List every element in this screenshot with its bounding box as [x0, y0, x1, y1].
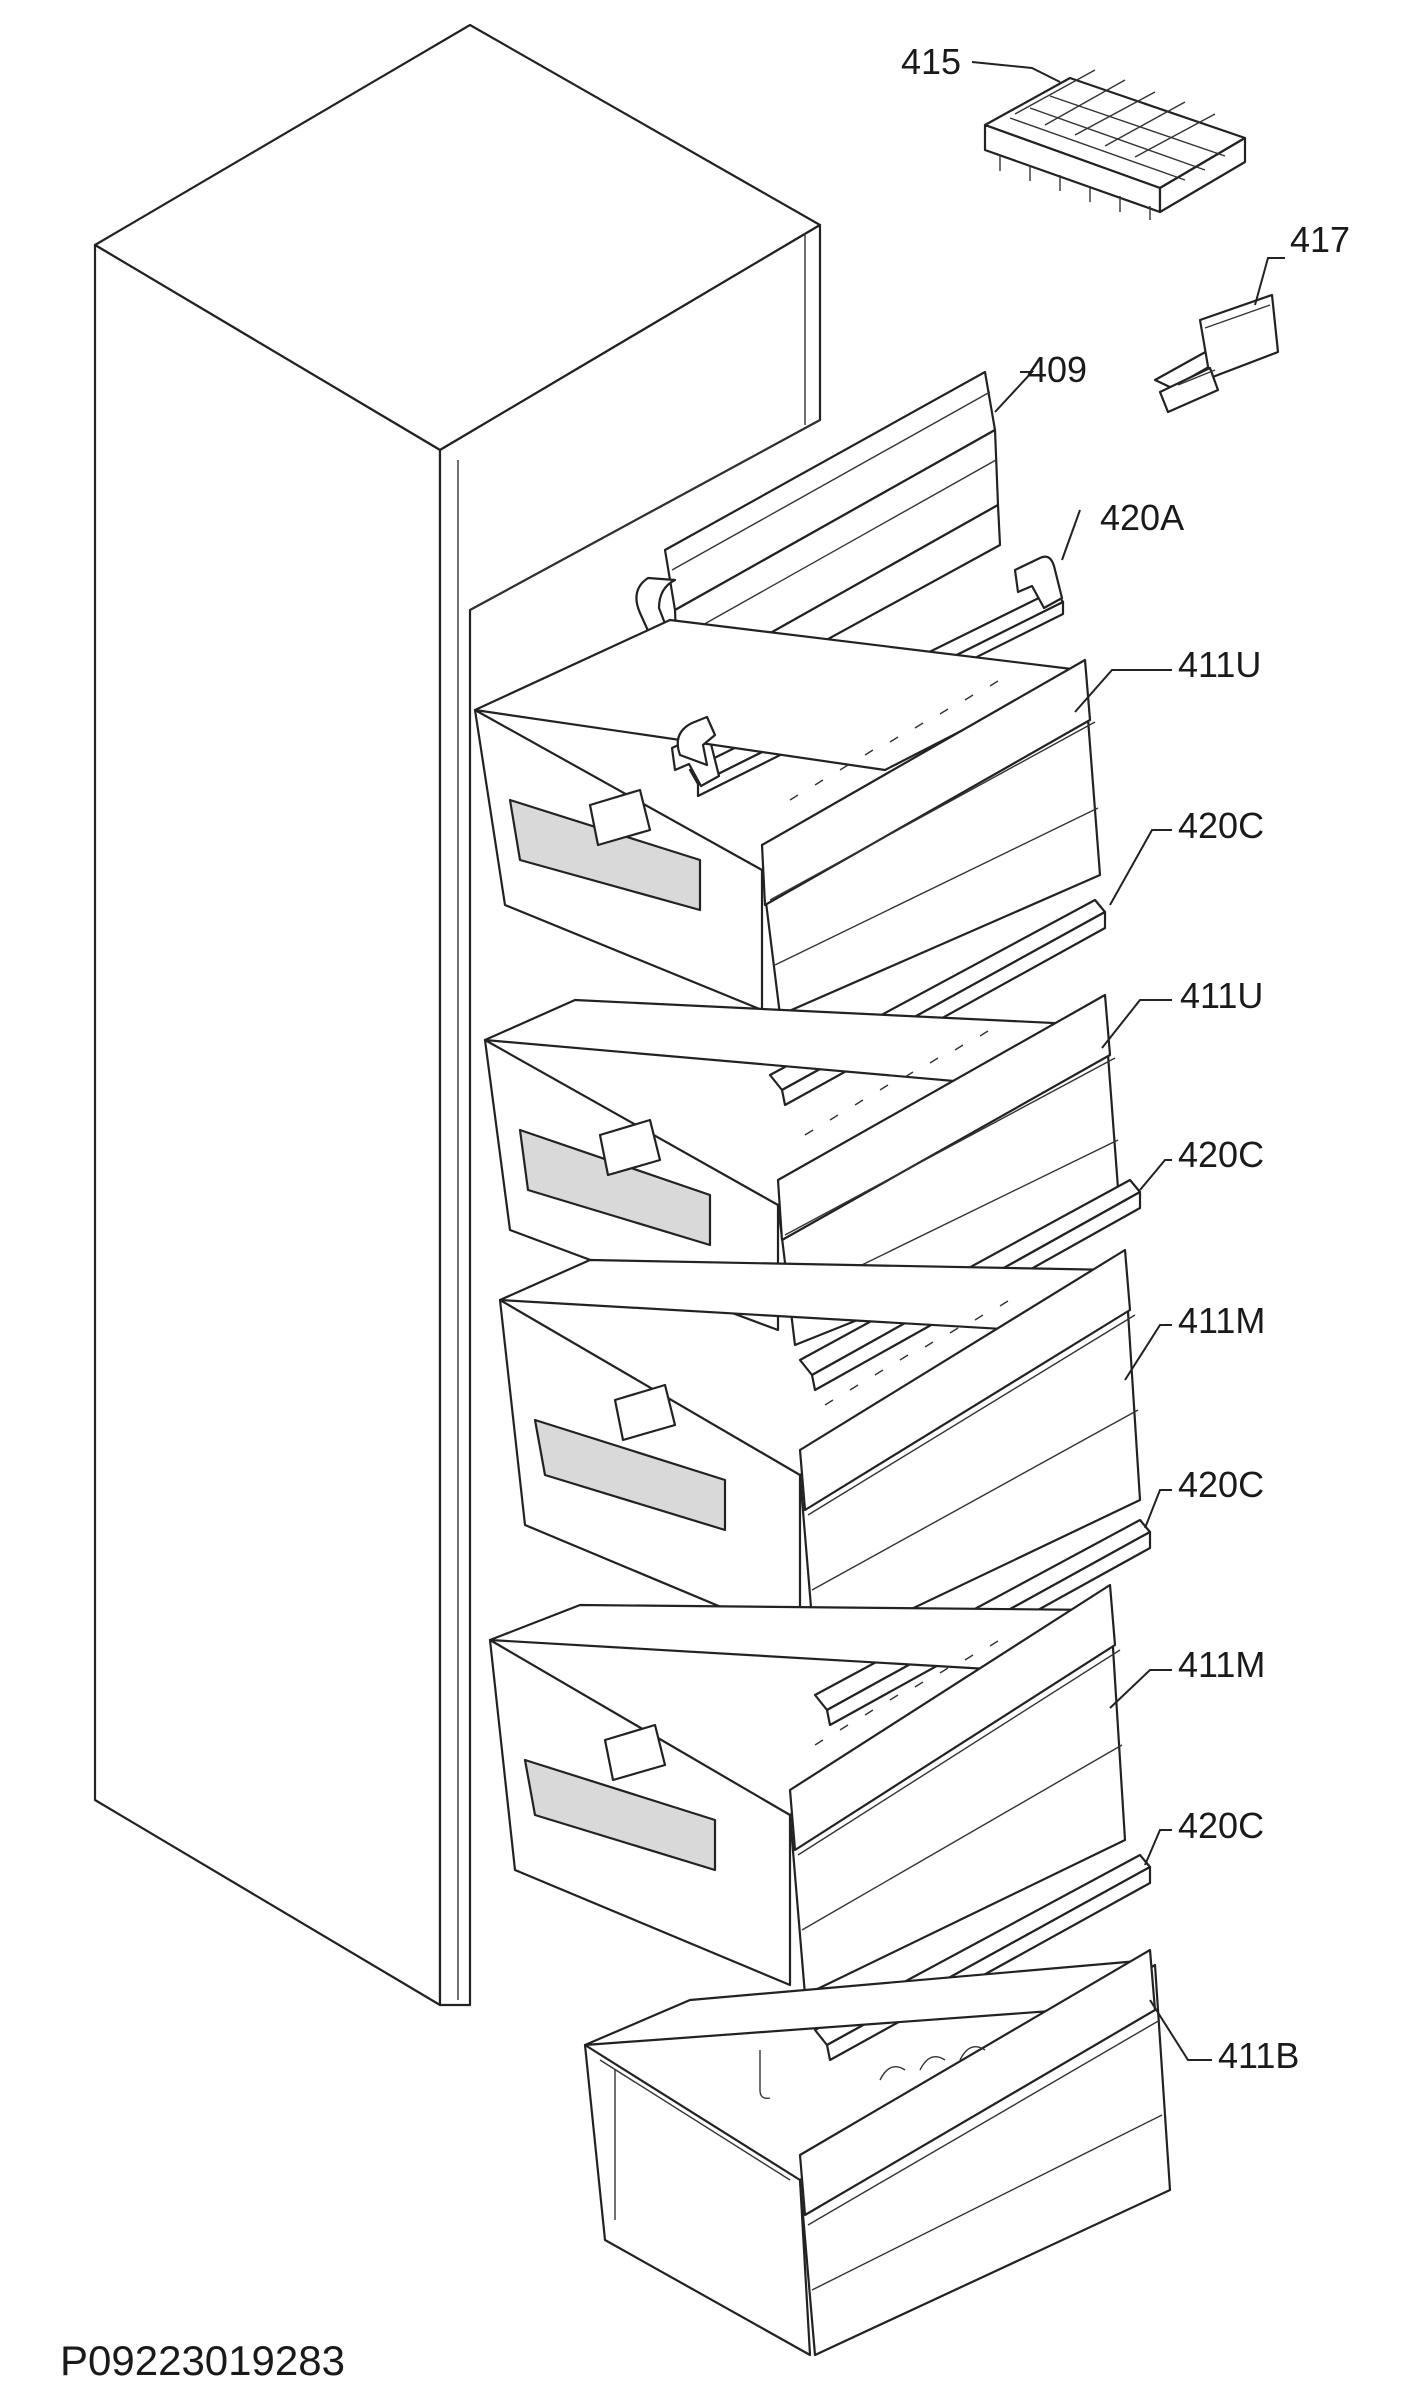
- label-415: 415: [901, 41, 961, 82]
- label-411m-2: 411M: [1178, 1644, 1265, 1685]
- label-420a: 420A: [1100, 497, 1184, 538]
- drawer-411m-third: [498, 1248, 1142, 1657]
- label-417: 417: [1290, 219, 1350, 260]
- label-411m-1: 411M: [1178, 1300, 1265, 1341]
- label-411b: 411B: [1218, 2035, 1299, 2076]
- drawer-411m-fourth: [488, 1583, 1127, 1997]
- shelf-clip: [1153, 293, 1280, 414]
- document-code: P09223019283: [60, 2337, 345, 2384]
- label-411u-1: 411U: [1178, 644, 1261, 685]
- label-411u-2: 411U: [1180, 975, 1263, 1016]
- drawer-411u-second: [483, 993, 1122, 1347]
- freezer-cabinet: [93, 23, 822, 2007]
- label-420c-3: 420C: [1178, 1464, 1264, 1505]
- leader-lines: [971, 61, 1285, 2061]
- label-420c-2: 420C: [1178, 1134, 1264, 1175]
- drawer-411u-top: [473, 618, 1102, 1017]
- ice-cube-tray: [983, 69, 1247, 220]
- part-labels: 415 417 409 420A 411U 420C 411U 420C 411…: [901, 41, 1350, 2076]
- drawer-411b-bottom: [583, 1948, 1172, 2357]
- label-420c-4: 420C: [1178, 1805, 1264, 1846]
- label-409: 409: [1027, 349, 1087, 390]
- label-420c-1: 420C: [1178, 805, 1264, 846]
